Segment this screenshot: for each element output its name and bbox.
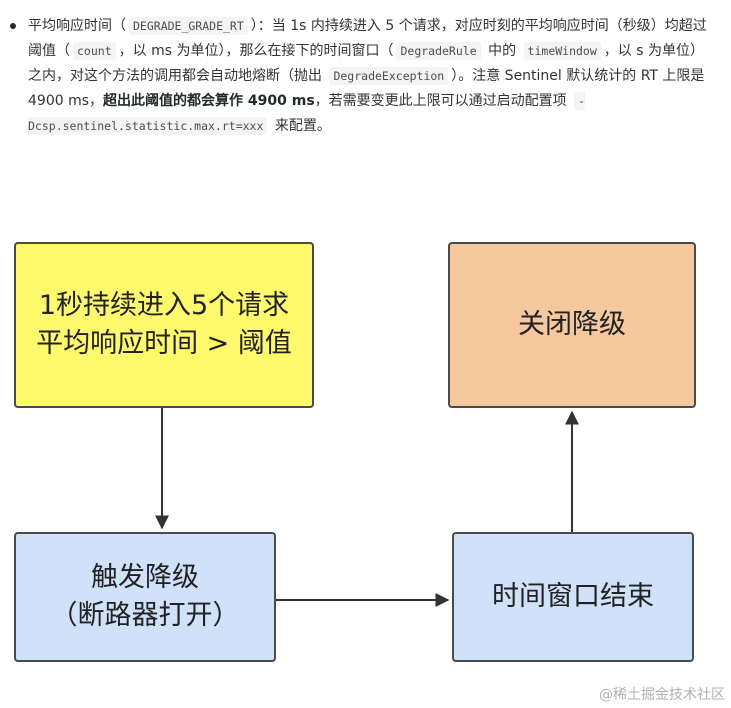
inline-code: DegradeException — [329, 67, 449, 85]
close-degrade-box: 关闭降级 — [448, 242, 696, 408]
window-end-label: 时间窗口结束 — [492, 581, 654, 612]
close-degrade-label: 关闭降级 — [518, 309, 626, 340]
text-seg: ，以 s 为单位）之内，对这个方法的调用都会自动地熔断（抛出 — [28, 43, 704, 84]
flow-diagram: 1秒持续进入5个请求 平均响应时间 > 阈值 关闭降级 触发降级 （断路器打开）… — [0, 230, 731, 662]
trigger-degrade-label: 触发降级 （断路器打开） — [50, 562, 240, 631]
inline-code: timeWindow — [523, 42, 601, 60]
trigger-condition-label: 1秒持续进入5个请求 平均响应时间 > 阈值 — [36, 290, 292, 359]
trigger-degrade-box: 触发降级 （断路器打开） — [14, 532, 276, 662]
watermark: @稀土掘金技术社区 — [599, 687, 725, 703]
trigger-condition-box: 1秒持续进入5个请求 平均响应时间 > 阈值 — [14, 242, 314, 408]
diagram-arrows — [155, 408, 579, 607]
bullet-dot — [10, 23, 16, 29]
inline-code: DEGRADE_GRADE_RT — [129, 17, 248, 35]
bullet-item: 平均响应时间（DEGRADE_GRADE_RT）：当 1s 内持续进入 5 个请… — [8, 14, 708, 139]
text-seg: ，若需要变更此上限可以通过启动配置项 — [314, 93, 572, 109]
text-seg: 中的 — [483, 43, 521, 59]
window-end-box: 时间窗口结束 — [452, 532, 694, 662]
inline-code: DegradeRule — [396, 42, 481, 60]
bold-text: 超出此阈值的都会算作 4900 ms — [103, 93, 315, 109]
inline-code: count — [73, 42, 116, 60]
text-seg: ，以 ms 为单位），那么在接下的时间窗口（ — [118, 43, 394, 59]
text-seg: ）：当 1s 内持续进入 5 个请求，对应时刻的平均响应时间（秒级）均超过阈值（ — [28, 18, 707, 59]
text-seg: 平均响应时间（ — [28, 18, 126, 34]
description-paragraph: 平均响应时间（DEGRADE_GRADE_RT）：当 1s 内持续进入 5 个请… — [28, 14, 708, 139]
text-seg: 来配置。 — [270, 118, 331, 134]
text-seg: ）。注意 Sentinel 默认统计的 RT 上限是 4900 ms， — [28, 68, 705, 109]
